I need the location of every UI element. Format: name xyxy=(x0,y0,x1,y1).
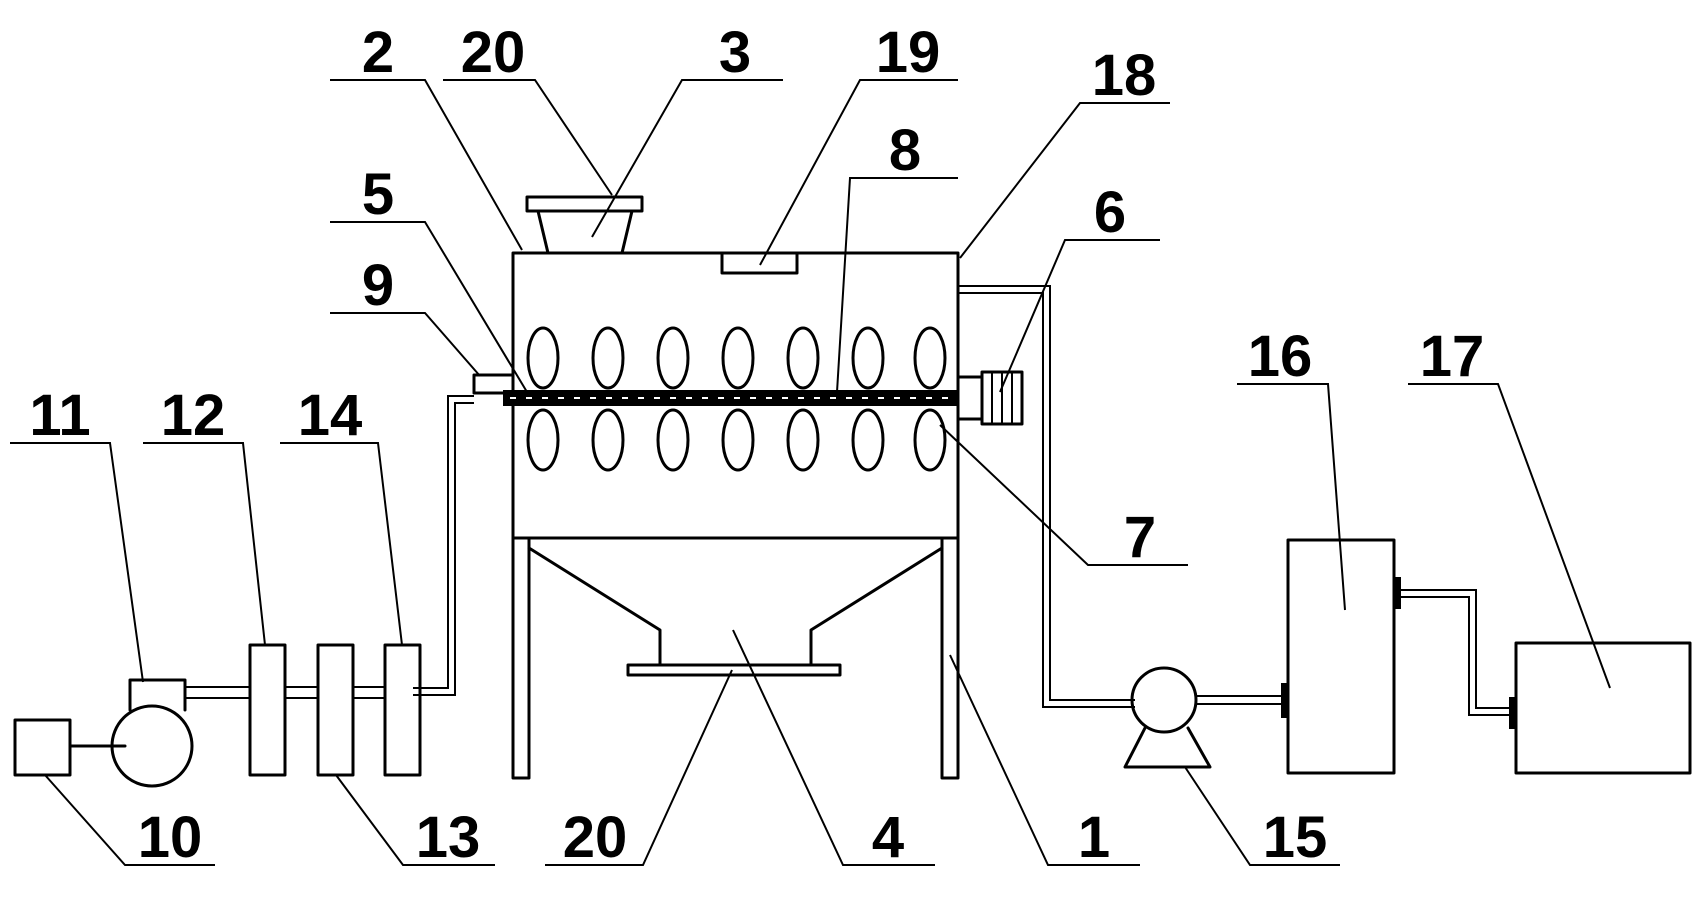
inlet-pipe xyxy=(413,395,474,696)
label-17: 17 xyxy=(1420,324,1485,389)
sight-window xyxy=(720,251,799,275)
label-5: 5 xyxy=(362,162,394,227)
label-19: 19 xyxy=(876,20,941,85)
outlet-pipe xyxy=(958,285,1135,708)
label-20-top: 20 xyxy=(461,20,526,85)
filter-units xyxy=(248,643,422,777)
discharge-hopper xyxy=(527,546,944,677)
label-11: 11 xyxy=(29,383,90,448)
support-frame xyxy=(511,536,960,780)
tank-17 xyxy=(1514,641,1692,775)
label-4: 4 xyxy=(872,805,904,870)
label-10: 10 xyxy=(138,805,203,870)
label-2: 2 xyxy=(362,20,394,85)
label-8: 8 xyxy=(889,118,921,183)
stirring-shaft xyxy=(503,390,958,406)
label-13: 13 xyxy=(416,805,481,870)
stirring-paddles xyxy=(526,326,947,472)
box-10 xyxy=(13,718,72,777)
pump xyxy=(1123,666,1212,769)
label-1: 1 xyxy=(1078,805,1110,870)
feed-inlet xyxy=(525,195,644,255)
part-labels: 2 20 3 19 18 8 5 6 9 16 17 11 12 14 7 10… xyxy=(29,20,1484,870)
label-20-bottom: 20 xyxy=(563,805,628,870)
label-9: 9 xyxy=(362,253,394,318)
label-18: 18 xyxy=(1092,43,1157,108)
label-14: 14 xyxy=(298,383,363,448)
pump-outlet-pipe xyxy=(1196,683,1288,718)
label-12: 12 xyxy=(161,383,226,448)
gas-inlet-nozzle xyxy=(472,373,515,395)
label-6: 6 xyxy=(1094,180,1126,245)
motor xyxy=(956,370,1024,426)
label-16: 16 xyxy=(1248,324,1313,389)
tank-16 xyxy=(1286,538,1396,775)
label-3: 3 xyxy=(719,20,751,85)
label-7: 7 xyxy=(1124,505,1156,570)
tank-connecting-pipe xyxy=(1394,577,1516,729)
blower xyxy=(110,678,250,788)
label-15: 15 xyxy=(1263,805,1328,870)
leader-lines xyxy=(10,79,1611,866)
